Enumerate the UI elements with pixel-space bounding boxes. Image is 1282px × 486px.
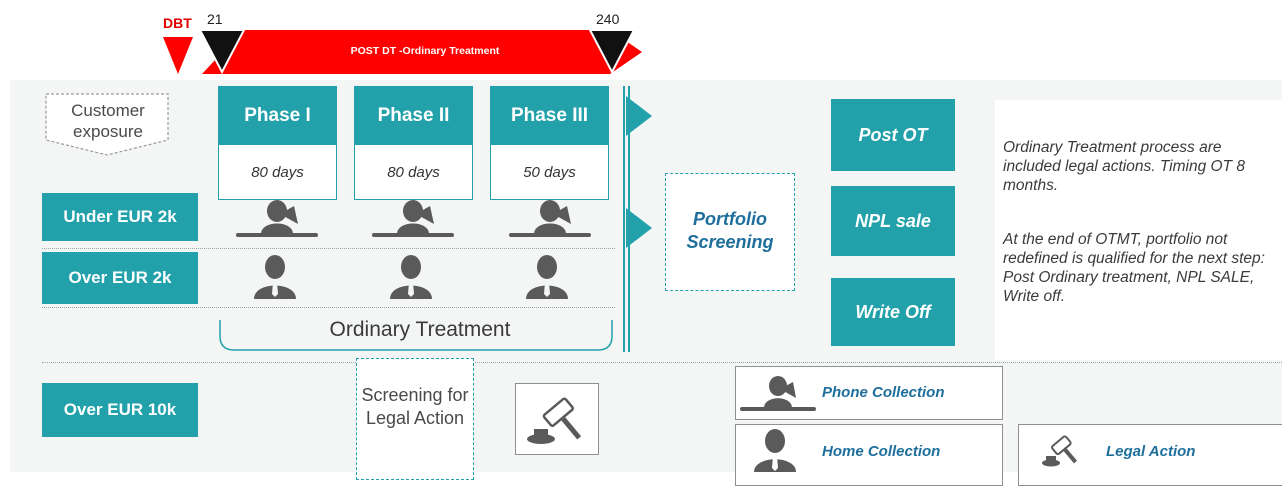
notes-paragraph-2: At the end of OTMT, portfolio not redefi… [1003, 231, 1265, 305]
phase-1-duration: 80 days [251, 163, 304, 181]
phase-1-title: Phase I [219, 87, 336, 145]
phone-operator-icon [509, 200, 591, 237]
start-marker-label: 21 [207, 11, 223, 27]
person-icon [526, 255, 568, 299]
phase-3-duration: 50 days [523, 163, 576, 181]
gavel-icon [527, 397, 582, 444]
person-icon [754, 429, 796, 472]
phase-3-card: Phase III 50 days [490, 86, 609, 200]
segment-under-2k: Under EUR 2k [42, 193, 198, 241]
phone-collection-label: Phone Collection [822, 384, 945, 401]
row-divider-1 [42, 248, 615, 249]
notes-panel [995, 100, 1282, 360]
row-divider-2 [42, 307, 615, 308]
phase-end-divider [623, 86, 625, 352]
phase-2-title: Phase II [355, 87, 472, 145]
phase-2-duration: 80 days [387, 163, 440, 181]
person-icon [390, 255, 432, 299]
legal-action-label: Legal Action [1106, 443, 1196, 460]
portfolio-screening-box [665, 173, 795, 291]
home-collection-label: Home Collection [822, 443, 941, 460]
ordinary-treatment-bracket [219, 320, 613, 351]
phase-1-card: Phase I 80 days [218, 86, 337, 200]
phone-operator-icon [236, 200, 318, 237]
outcome-write-off: Write Off [831, 278, 955, 346]
notes-paragraph-1: Ordinary Treatment process are included … [1003, 139, 1245, 194]
gavel-icon [1042, 435, 1078, 467]
arrow-right-icon [626, 96, 652, 136]
end-marker-label: 240 [596, 11, 620, 27]
customer-exposure-label: Customer exposure [71, 101, 145, 141]
ordinary-treatment-label: Ordinary Treatment [329, 318, 511, 341]
phase-3-title: Phase III [491, 87, 608, 145]
customer-exposure-shape [45, 93, 169, 156]
portfolio-screening-label: Portfolio Screening [686, 209, 774, 252]
dbt-label: DBT [163, 15, 192, 31]
phone-operator-icon [372, 200, 454, 237]
person-icon [254, 255, 296, 299]
outcome-post-ot: Post OT [831, 99, 955, 171]
screening-legal-box [356, 358, 474, 480]
segment-over-2k: Over EUR 2k [42, 252, 198, 304]
timeline-bar-label: POST DT -Ordinary Treatment [350, 45, 500, 57]
timeline-bar [198, 29, 642, 75]
phone-operator-icon [740, 376, 816, 411]
phase-2-card: Phase II 80 days [354, 86, 473, 200]
section-divider [42, 362, 1282, 363]
arrow-right-icon [626, 208, 652, 248]
outcome-npl-sale: NPL sale [831, 186, 955, 256]
segment-over-10k: Over EUR 10k [42, 383, 198, 437]
dbt-marker [163, 37, 193, 74]
screening-legal-label: Screening for Legal Action [361, 385, 469, 428]
